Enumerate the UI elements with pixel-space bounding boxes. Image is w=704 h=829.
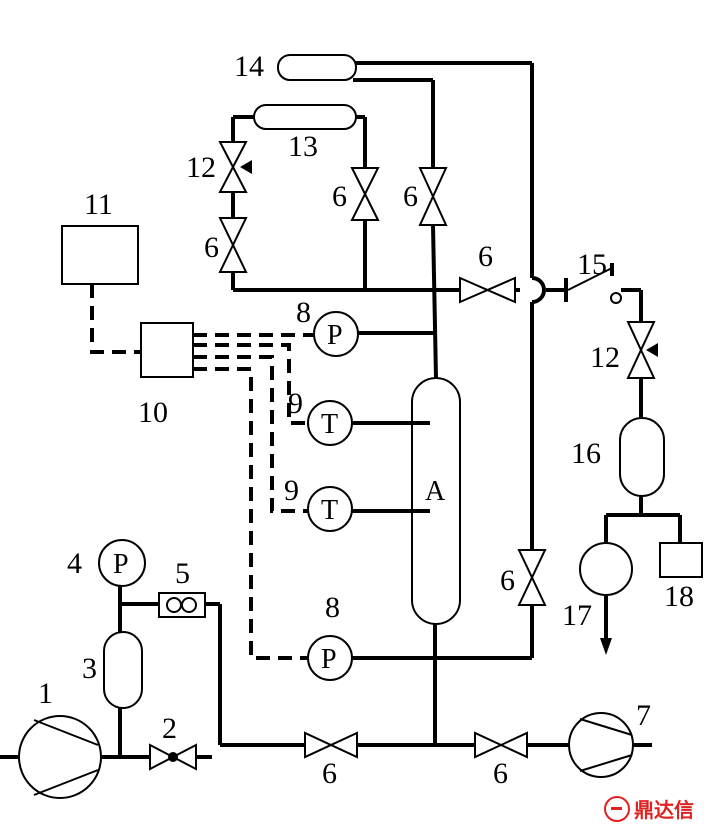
valve-6-manifold <box>459 276 516 304</box>
component-labels: 1 2 3 4 5 6 6 6 6 6 6 6 7 8 8 9 9 10 11 … <box>38 50 694 790</box>
pressure-gauge-4 <box>98 539 146 587</box>
instruments <box>98 311 430 681</box>
gauge-8-top-symbol: P <box>327 320 343 351</box>
pump-7 <box>568 712 634 778</box>
label-6-riser: 6 <box>403 180 418 213</box>
valves <box>149 141 658 771</box>
gauge-4-symbol: P <box>113 549 129 580</box>
switch15-blade <box>567 267 613 291</box>
valve-12-left <box>218 141 248 193</box>
pipe-network <box>0 61 682 759</box>
label-17: 17 <box>562 599 592 632</box>
signal-to-t9-upper <box>193 343 308 425</box>
label-15: 15 <box>577 248 607 281</box>
crossover-hop <box>531 276 546 304</box>
label-5: 5 <box>175 557 190 590</box>
label-6-bottom-right: 6 <box>493 757 508 790</box>
pumps <box>18 542 634 799</box>
tank-13 <box>253 104 357 130</box>
label-6-loop-left: 6 <box>204 231 219 264</box>
label-4: 4 <box>67 547 82 580</box>
pump-7-blade-a <box>579 718 633 736</box>
label-9-lower: 9 <box>284 474 299 507</box>
label-9-upper: 9 <box>288 387 303 420</box>
main-riser-upper <box>431 224 438 379</box>
label-18: 18 <box>664 580 694 613</box>
label-3: 3 <box>82 652 97 685</box>
label-14: 14 <box>234 50 264 83</box>
label-6-right-riser: 6 <box>500 564 515 597</box>
label-8-bottom: 8 <box>325 591 340 624</box>
watermark-text: 鼎达信 <box>634 798 694 822</box>
valve-6-bottom-right <box>474 731 528 759</box>
gauge-9-lower-symbol: T <box>321 495 338 526</box>
label-6-bottom-left: 6 <box>322 757 337 790</box>
gauge-symbols: P P T T P A <box>113 320 446 675</box>
watermark: 鼎达信 <box>604 794 694 823</box>
label-1: 1 <box>38 677 53 710</box>
pump-1-blade-b <box>33 769 99 796</box>
valve-6-bottom-left <box>304 731 358 759</box>
valve-6-riser <box>418 167 448 226</box>
label-6-loop-right: 6 <box>332 180 347 213</box>
box-18 <box>659 542 703 578</box>
gauge-8-bottom-symbol: P <box>321 644 337 675</box>
label-7: 7 <box>636 699 651 732</box>
label-6-manifold: 6 <box>478 240 493 273</box>
label-2: 2 <box>162 712 177 745</box>
valve-6-right-riser <box>517 549 547 606</box>
box-10 <box>140 322 194 378</box>
label-8-top: 8 <box>296 296 311 329</box>
filter-5-ring-b <box>181 597 197 613</box>
signal-11-10 <box>90 284 141 354</box>
signal-to-p8-bottom <box>193 367 308 660</box>
pump-17 <box>579 542 633 596</box>
vessel-a <box>411 377 461 625</box>
box-11 <box>61 225 139 285</box>
tank-14 <box>277 54 357 81</box>
valve-12-right-marker <box>646 343 658 357</box>
valve-6-loop-left <box>218 217 248 273</box>
valve-12-right <box>626 321 656 379</box>
watermark-seal-icon <box>604 795 630 822</box>
valve-6-loop-right <box>350 167 380 221</box>
switch15-pivot <box>610 292 622 304</box>
pump-1-blade-a <box>33 719 99 746</box>
valve-12-left-marker <box>240 160 252 174</box>
signal-lines <box>90 284 314 660</box>
gauge-9-upper-symbol: T <box>321 409 338 440</box>
tank-3 <box>103 631 143 709</box>
label-11: 11 <box>84 188 113 221</box>
label-16: 16 <box>571 437 601 470</box>
pump-7-blade-b <box>579 754 633 772</box>
signal-to-t9-lower <box>193 355 308 513</box>
filter-5-ring-a <box>166 597 182 613</box>
vessels <box>61 54 703 709</box>
label-12-left: 12 <box>186 151 216 184</box>
valve-2-ball <box>168 752 178 762</box>
flow-arrow <box>600 638 612 655</box>
label-12-right: 12 <box>590 341 620 374</box>
tank-16 <box>619 417 665 497</box>
label-10: 10 <box>138 396 168 429</box>
label-13: 13 <box>288 130 318 163</box>
vessel-a-label: A <box>425 476 446 507</box>
